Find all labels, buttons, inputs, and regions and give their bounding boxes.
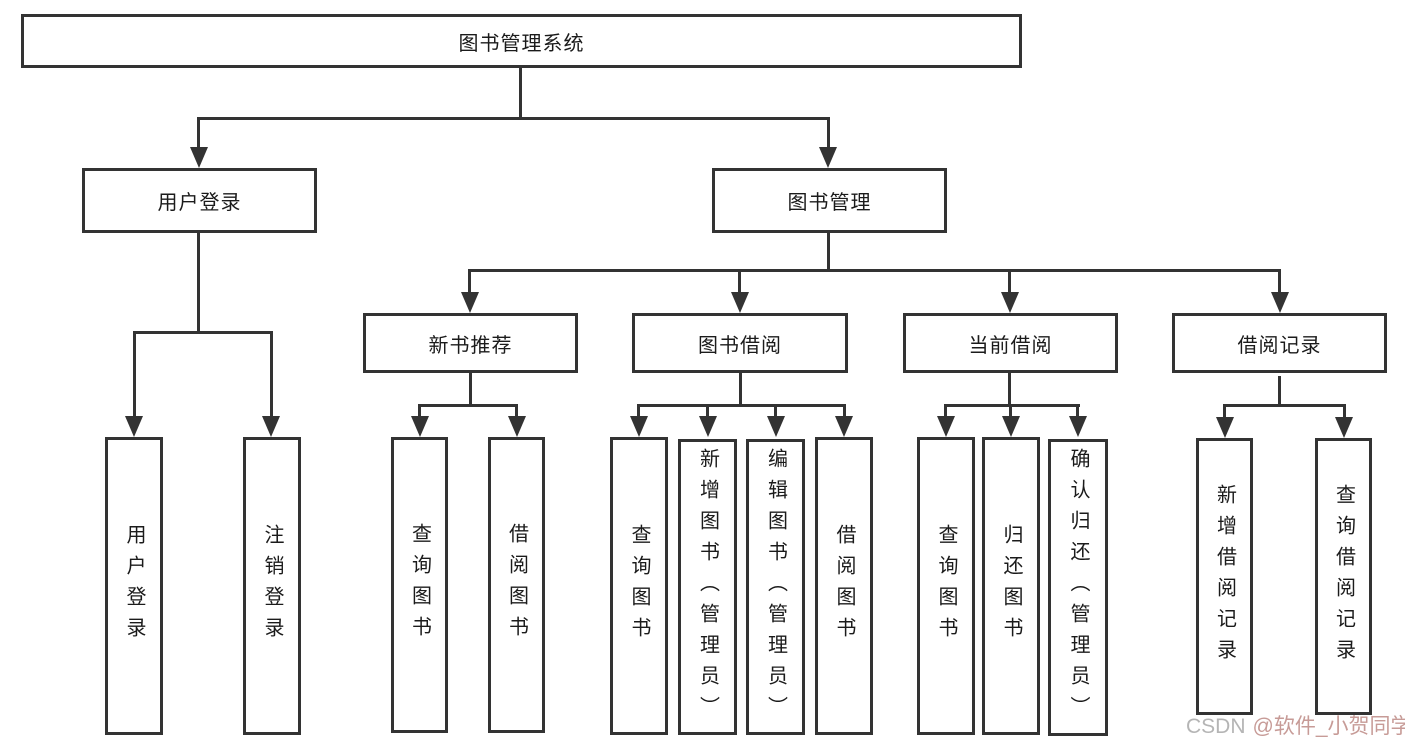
connector-line xyxy=(1076,404,1079,417)
arrow-down-icon xyxy=(767,416,785,437)
arrow-down-icon xyxy=(819,147,837,168)
leaf-query-book-current: 查询图书 xyxy=(917,437,975,735)
connector-line xyxy=(519,68,522,119)
arrow-down-icon xyxy=(461,292,479,313)
connector-line xyxy=(1343,404,1346,417)
connector-line xyxy=(1278,269,1281,294)
connector-line xyxy=(1008,373,1011,406)
connector-line xyxy=(827,117,830,150)
connector-line xyxy=(270,331,273,417)
leaf-add-book-admin: 新增图书（管理员） xyxy=(678,439,737,735)
connector-line xyxy=(1008,269,1011,294)
arrow-down-icon xyxy=(411,416,429,437)
connector-line xyxy=(468,269,1281,272)
connector-line xyxy=(468,269,471,294)
arrow-down-icon xyxy=(835,416,853,437)
leaf-query-book-borrow: 查询图书 xyxy=(610,437,668,735)
watermark: CSDN @软件_小贺同学 xyxy=(1186,710,1405,740)
leaf-borrow-book: 借阅图书 xyxy=(815,437,873,735)
connector-line xyxy=(739,373,742,406)
leaf-query-book-recommend: 查询图书 xyxy=(391,437,448,733)
node-root: 图书管理系统 xyxy=(21,14,1022,68)
connector-line xyxy=(133,331,273,334)
connector-line xyxy=(944,404,1080,407)
watermark-handle: @软件_小贺同学 xyxy=(1252,715,1405,738)
leaf-confirm-return-admin: 确认归还（管理员） xyxy=(1048,439,1108,736)
node-book-management: 图书管理 xyxy=(712,168,947,233)
connector-line xyxy=(1009,404,1012,417)
connector-line xyxy=(469,373,472,406)
arrow-down-icon xyxy=(1271,292,1289,313)
connector-line xyxy=(706,404,709,417)
connector-line xyxy=(774,404,777,417)
node-borrow-records: 借阅记录 xyxy=(1172,313,1387,373)
connector-line xyxy=(418,404,518,407)
connector-line xyxy=(637,404,640,417)
arrow-down-icon xyxy=(630,416,648,437)
leaf-borrow-book-recommend: 借阅图书 xyxy=(488,437,545,733)
leaf-query-borrow-record: 查询借阅记录 xyxy=(1315,438,1372,715)
arrow-down-icon xyxy=(731,292,749,313)
connector-line xyxy=(197,117,830,120)
watermark-brand: CSDN xyxy=(1186,715,1246,738)
arrow-down-icon xyxy=(1216,417,1234,438)
connector-line xyxy=(1223,404,1226,417)
arrow-down-icon xyxy=(1002,416,1020,437)
arrow-down-icon xyxy=(262,416,280,437)
connector-line xyxy=(1223,404,1346,407)
connector-line xyxy=(515,404,518,417)
arrow-down-icon xyxy=(508,416,526,437)
arrow-down-icon xyxy=(699,416,717,437)
connector-line xyxy=(418,404,421,417)
arrow-down-icon xyxy=(125,416,143,437)
node-current-borrow: 当前借阅 xyxy=(903,313,1118,373)
connector-line xyxy=(944,404,947,417)
connector-line xyxy=(738,269,741,294)
connector-line xyxy=(133,331,136,417)
connector-line xyxy=(843,404,846,417)
leaf-add-borrow-record: 新增借阅记录 xyxy=(1196,438,1253,715)
node-new-book-recommend: 新书推荐 xyxy=(363,313,578,373)
leaf-return-book: 归还图书 xyxy=(982,437,1040,735)
arrow-down-icon xyxy=(190,147,208,168)
arrow-down-icon xyxy=(1001,292,1019,313)
connector-line xyxy=(197,233,200,333)
leaf-user-login: 用户登录 xyxy=(105,437,163,735)
node-user-login: 用户登录 xyxy=(82,168,317,233)
arrow-down-icon xyxy=(937,416,955,437)
connector-line xyxy=(637,404,846,407)
connector-line xyxy=(197,117,200,150)
node-book-borrow: 图书借阅 xyxy=(632,313,848,373)
arrow-down-icon xyxy=(1335,417,1353,438)
connector-line xyxy=(827,233,830,271)
leaf-logout: 注销登录 xyxy=(243,437,301,735)
arrow-down-icon xyxy=(1069,416,1087,437)
connector-line xyxy=(1278,376,1281,406)
leaf-edit-book-admin: 编辑图书（管理员） xyxy=(746,439,805,735)
